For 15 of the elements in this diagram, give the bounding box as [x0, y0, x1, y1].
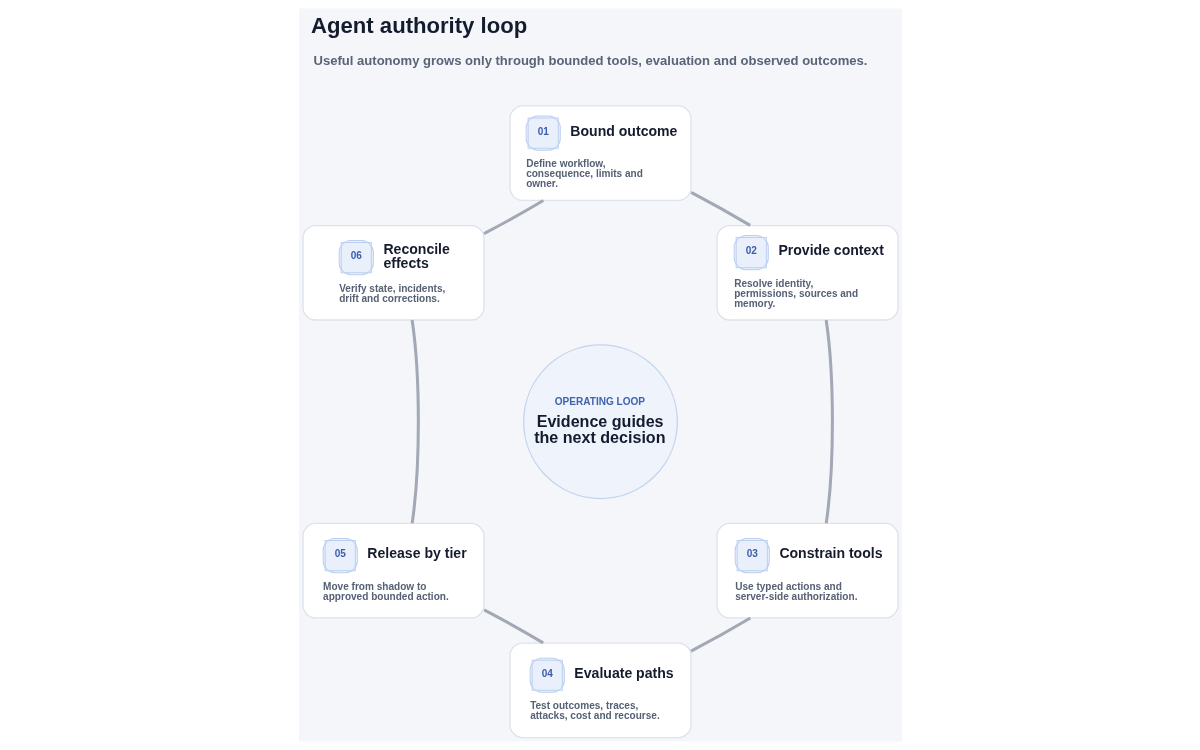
connector — [410, 319, 420, 524]
diagram-title: Agent authority loop — [310, 13, 527, 39]
node-box: 04 Evaluate paths Test outcomes, traces, attacks, cost and recourse. — [508, 642, 692, 739]
connector — [689, 191, 751, 227]
node-box: 03 Constrain tools Use typed actions and server-side authorization. — [715, 522, 899, 619]
node-circle: OPERATING LOOP Evidence guides the next decision — [522, 344, 678, 500]
node-box: 06 Reconcile effects Verify state, incidents, drift and corrections. — [301, 224, 485, 321]
connector — [482, 608, 544, 645]
label: Useful autonomy grows only through bounded tools, evaluation and observed outcomes. — [313, 53, 867, 69]
connector — [824, 319, 834, 524]
connector — [689, 616, 751, 653]
connector — [482, 199, 544, 235]
node-box: 02 Provide context Resolve identity, permissions, sources and memory. — [715, 224, 899, 321]
node-box: 01 Bound outcome Define workflow, consequence, limits and owner. — [508, 105, 692, 202]
node-box: 05 Release by tier Move from shadow to approved bounded action. — [301, 522, 485, 619]
